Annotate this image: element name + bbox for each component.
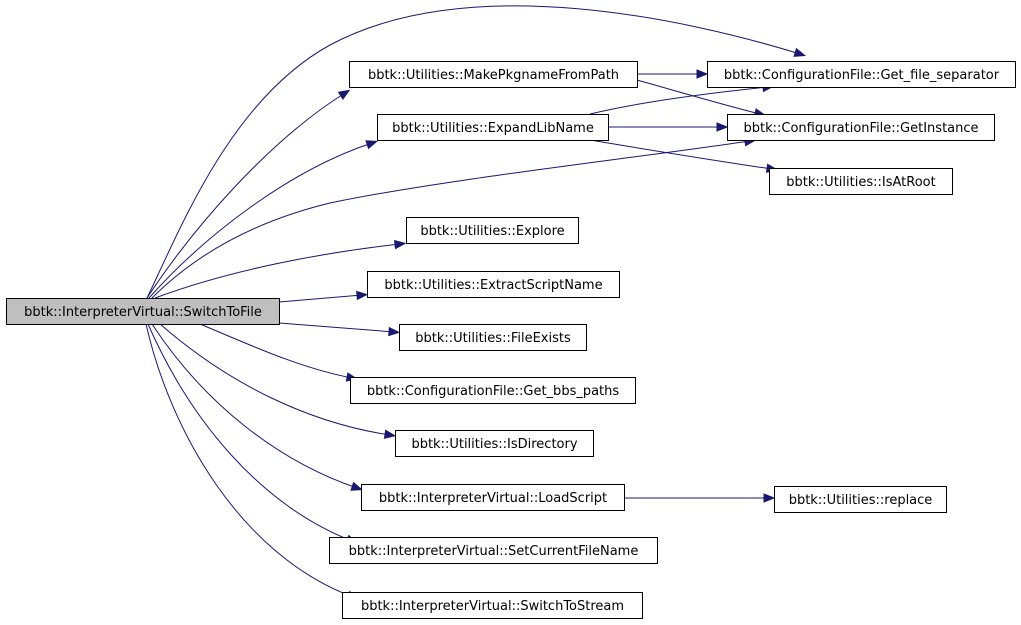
node-explore[interactable]: bbtk::Utilities::Explore (406, 217, 579, 244)
edge-switch_to_file-to-expand_lib (148, 140, 379, 299)
arrowhead (337, 89, 351, 100)
edge-line (145, 323, 354, 598)
edge-expand_lib-to-is_at_root (589, 139, 779, 173)
node-box (377, 114, 609, 141)
edge-line (148, 142, 373, 299)
arrowhead (763, 493, 776, 503)
node-label: bbtk::Utilities::IsAtRoot (786, 175, 935, 190)
node-label: bbtk::InterpreterVirtual::SwitchToFile (24, 305, 262, 320)
node-extract-script[interactable]: bbtk::Utilities::ExtractScriptName (367, 271, 620, 298)
edge-line (636, 79, 761, 115)
node-file-exists[interactable]: bbtk::Utilities::FileExists (399, 324, 587, 351)
node-label: bbtk::Utilities::ExtractScriptName (384, 278, 602, 293)
node-box (342, 592, 643, 619)
node-get-file-sep[interactable]: bbtk::ConfigurationFile::Get_file_separa… (707, 61, 1016, 88)
arrowhead (696, 69, 709, 79)
arrowhead (394, 239, 407, 250)
arrowhead (388, 326, 401, 337)
arrowhead (365, 140, 379, 150)
edge-line (154, 243, 401, 299)
edge-make_pkgname-to-get_file_sep (637, 69, 709, 79)
edge-switch_to_file-to-switch_to_stream (145, 323, 359, 600)
node-is-directory[interactable]: bbtk::Utilities::IsDirectory (395, 430, 594, 457)
node-label: bbtk::InterpreterVirtual::SwitchToStream (361, 599, 624, 614)
edge-switch_to_file-to-extract_script (278, 290, 369, 303)
node-label: bbtk::InterpreterVirtual::LoadScript (379, 491, 607, 506)
node-switch-to-stream[interactable]: bbtk::InterpreterVirtual::SwitchToStream (342, 592, 643, 619)
node-label: bbtk::ConfigurationFile::Get_bbs_paths (367, 384, 620, 399)
node-box (367, 271, 620, 298)
node-load-script[interactable]: bbtk::InterpreterVirtual::LoadScript (361, 484, 625, 511)
node-make-pkgname[interactable]: bbtk::Utilities::MakePkgnameFromPath (349, 61, 638, 88)
edge-switch_to_file-to-get_bbs_paths (199, 323, 359, 382)
arrowhead (383, 429, 397, 439)
node-get-bbs-paths[interactable]: bbtk::ConfigurationFile::Get_bbs_paths (350, 377, 636, 404)
arrowhead (350, 481, 364, 491)
edge-switch_to_file-to-load_script (151, 323, 364, 491)
node-label: bbtk::ConfigurationFile::GetInstance (743, 121, 978, 136)
edge-switch_to_file-to-get_file_sep (146, 5, 807, 299)
edge-line (278, 322, 395, 333)
edge-switch_to_file-to-set_current_file (147, 323, 358, 544)
edge-line (146, 92, 346, 299)
node-label: bbtk::Utilities::IsDirectory (411, 437, 577, 452)
node-expand-lib[interactable]: bbtk::Utilities::ExpandLibName (377, 114, 609, 141)
node-get-instance[interactable]: bbtk::ConfigurationFile::GetInstance (727, 114, 995, 141)
edge-expand_lib-to-get_file_sep (589, 82, 775, 115)
arrowhead (793, 47, 807, 57)
edge-line (589, 86, 769, 115)
edge-line (151, 323, 358, 489)
node-box (395, 430, 594, 457)
node-box (406, 217, 579, 244)
node-label: bbtk::ConfigurationFile::Get_file_separa… (724, 68, 1000, 83)
edge-switch_to_file-to-is_directory (159, 323, 397, 439)
edge-switch_to_file-to-make_pkgname (146, 89, 351, 299)
arrowhead (356, 290, 369, 301)
edge-line (147, 323, 353, 542)
node-replace[interactable]: bbtk::Utilities::replace (774, 486, 947, 513)
node-box (769, 168, 953, 195)
edge-line (146, 5, 801, 299)
edge-switch_to_file-to-file_exists (278, 322, 401, 337)
node-label: bbtk::Utilities::MakePkgnameFromPath (368, 68, 619, 83)
node-set-current-file[interactable]: bbtk::InterpreterVirtual::SetCurrentFile… (329, 537, 658, 564)
edge-load_script-to-replace (624, 493, 776, 503)
edge-switch_to_file-to-explore (154, 239, 407, 299)
edge-line (159, 323, 391, 436)
edge-line (589, 139, 773, 170)
arrowhead (716, 122, 729, 132)
node-box (329, 537, 658, 564)
nodes-layer: bbtk::InterpreterVirtual::SwitchToFilebb… (6, 61, 1016, 619)
node-box (350, 377, 636, 404)
node-is-at-root[interactable]: bbtk::Utilities::IsAtRoot (769, 168, 953, 195)
node-box (774, 486, 947, 513)
node-switch-to-file[interactable]: bbtk::InterpreterVirtual::SwitchToFile (6, 298, 280, 325)
node-box (6, 298, 280, 325)
node-label: bbtk::Utilities::Explore (420, 224, 564, 239)
edge-line (199, 323, 353, 379)
edge-line (278, 294, 363, 303)
node-label: bbtk::Utilities::ExpandLibName (392, 121, 594, 136)
node-box (727, 114, 995, 141)
edge-line (151, 140, 751, 299)
node-label: bbtk::Utilities::FileExists (415, 331, 571, 346)
node-box (349, 61, 638, 88)
node-box (707, 61, 1016, 88)
node-label: bbtk::Utilities::replace (789, 493, 933, 508)
edge-expand_lib-to-get_instance (608, 122, 729, 132)
node-box (399, 324, 587, 351)
node-box (361, 484, 625, 511)
node-label: bbtk::InterpreterVirtual::SetCurrentFile… (349, 544, 639, 559)
